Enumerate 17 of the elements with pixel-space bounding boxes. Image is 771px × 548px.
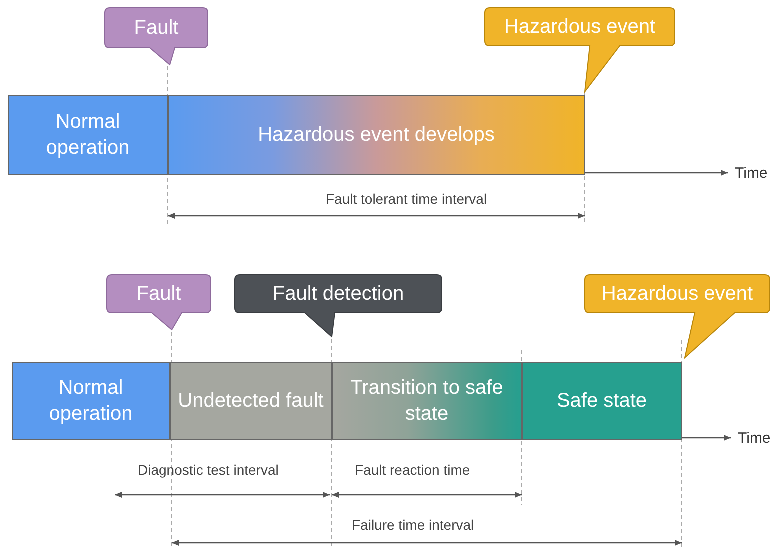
axis-label: Time [735,165,768,182]
event-callout: Hazardous event [585,275,770,359]
interval-label: Fault tolerant time interval [326,191,488,207]
phase-bar: Normal operation [12,362,170,440]
phase-bar: Hazardous event develops [168,95,585,175]
fault-callout: Fault [105,8,208,66]
detection-callout: Fault detection [235,275,442,338]
event-callout: Hazardous event [485,8,675,93]
phase-bar: Undetected fault [170,362,332,440]
axis-label: Time [738,430,771,447]
phase-bar: Normal operation [8,95,168,175]
interval-label: Failure time interval [352,517,474,533]
interval-label: Diagnostic test interval [138,462,279,478]
fault-callout: Fault [107,275,211,331]
phase-bar: Transition to safe state [332,362,522,440]
interval-label: Fault reaction time [355,462,470,478]
phase-bar: Safe state [522,362,682,440]
